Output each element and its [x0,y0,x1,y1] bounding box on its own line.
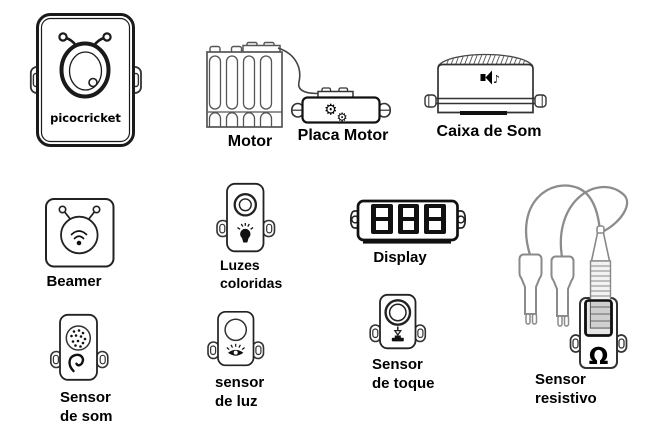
dome-hatching [445,54,530,65]
side-tab-right [456,210,467,229]
placa-motor-label: Placa Motor [297,127,389,144]
sensor-de-luz-illustration [205,309,267,369]
seven-segment-digit [397,204,419,234]
sensor-de-luz-label: sensor de luz [215,374,264,411]
connector-right [377,102,391,118]
label-line: de toque [372,374,435,392]
motor-label: Motor [227,133,273,150]
label-line: Sensor [60,389,111,406]
seven-segment-digit [424,204,446,234]
luzes-coloridas-illustration [216,182,276,253]
plug-cone [590,225,611,262]
luzes-coloridas-label: Luzes coloridas [220,256,282,292]
cricket-head-icon [58,205,101,255]
sensor-de-som-illustration [50,312,110,384]
label-line: Luzes [220,257,260,273]
caixa-de-som-label: Caixa de Som [436,123,542,140]
label-line: coloridas [220,275,283,291]
sensor-resistivo-illustration: Ω [500,175,640,380]
sensor-de-toque-label: Sensor de toque [372,356,435,393]
alligator-clip-right [550,255,575,327]
board [379,293,417,350]
light-bulb-icon [237,223,254,243]
ear-icon [68,353,85,373]
board [59,313,98,381]
gear-icon: ⚙ [324,101,337,119]
sensor-resistivo-label: Sensor resistivo [535,371,597,408]
plug-corrugation [589,260,612,329]
light-sensor-window [224,318,248,342]
caixa-de-som-illustration: ♪ [424,46,550,118]
speaker-body [437,63,534,114]
picocricket-device: picocricket [29,13,142,147]
side-tab-right [95,350,109,369]
omega-icon: Ω [589,344,609,370]
side-tab-right [413,324,427,343]
label-line: sensor [215,374,265,391]
microphone-icon [65,325,92,351]
seven-segment-digit [371,204,393,234]
speaker-dome [437,53,534,66]
mounting-bar [424,94,547,108]
gear-icon: ⚙ [337,110,348,125]
beamer-illustration [45,198,115,268]
alligator-clip-left [518,253,543,325]
side-tab-right [262,219,276,238]
cricket-face-icon [58,32,112,99]
sensor-de-som-label: Sensor de som [60,389,113,426]
speaker-icon: ♪ [480,70,500,86]
motor-wire [268,42,328,98]
touch-arrow-icon [391,326,404,342]
motor-body [206,41,283,128]
side-tab-left [349,210,360,229]
sensor-de-toque-illustration [368,292,430,352]
display-label: Display [373,249,427,266]
music-note-icon: ♪ [493,73,500,86]
placa-motor-illustration: ⚙ ⚙ [291,84,391,126]
label-line: de som [60,407,113,425]
clip-wires [524,184,629,258]
picocricket-logo-text: picocricket [50,111,121,125]
signal-icon [70,230,88,246]
seven-segment-digits [371,204,446,234]
motor-illustration [205,40,305,130]
label-line: resistivo [535,389,597,407]
plug-socket [584,299,613,337]
label-line: Sensor [372,356,423,373]
eye-icon [226,343,245,356]
label-line: Sensor [535,371,586,388]
label-line: de luz [215,392,258,410]
beamer-label: Beamer [46,273,102,290]
